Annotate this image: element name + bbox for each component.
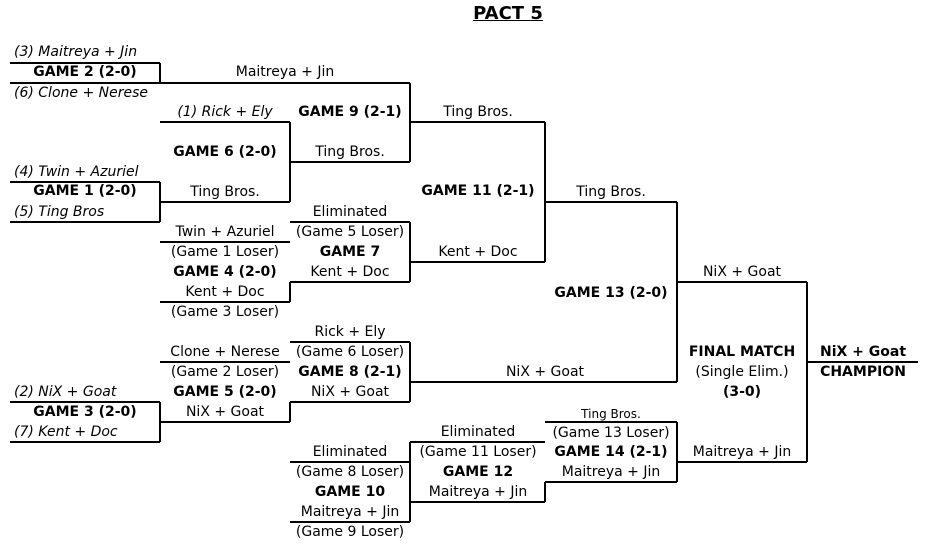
game-9-label: GAME 9 (2-1) [298, 104, 402, 120]
game-13-label: GAME 13 (2-0) [554, 285, 668, 301]
game-7-bottom-team: Kent + Doc [310, 264, 390, 280]
game-9-bottom-team: Ting Bros. [315, 144, 385, 160]
game-4-bottom-team: Kent + Doc [185, 284, 265, 300]
game-10-label: GAME 10 [314, 484, 386, 500]
seed-maitreya-jin: (3) Maitreya + Jin [14, 44, 138, 60]
game-4-label: GAME 4 (2-0) [173, 264, 277, 280]
game-5-winner: NiX + Goat [185, 404, 265, 420]
final-match-label: FINAL MATCH [688, 344, 796, 360]
game-12-top-note: (Game 11 Loser) [419, 444, 537, 460]
game-7-top-note: (Game 5 Loser) [295, 224, 405, 240]
champion-label: CHAMPION [820, 364, 906, 380]
seed-clone-nerese: (6) Clone + Nerese [14, 85, 148, 101]
champion-team: NiX + Goat [819, 344, 907, 360]
game-11-label: GAME 11 (2-1) [421, 183, 535, 199]
final-match-score: (3-0) [722, 384, 762, 400]
game-9-winner: Ting Bros. [443, 104, 513, 120]
game-8-top-note: (Game 6 Loser) [295, 344, 405, 360]
game-10-bottom-team: Maitreya + Jin [300, 504, 400, 520]
game-2-label: GAME 2 (2-0) [33, 64, 137, 80]
game-3-label: GAME 3 (2-0) [33, 404, 137, 420]
game-4-bottom-note: (Game 3 Loser) [170, 304, 280, 320]
game-4-top-note: (Game 1 Loser) [170, 244, 280, 260]
game-5-top-note: (Game 2 Loser) [170, 364, 280, 380]
game-14-bottom-team: Maitreya + Jin [561, 464, 661, 480]
game-14-top-team: Ting Bros. [581, 407, 641, 421]
game-12-label: GAME 12 [442, 464, 514, 480]
game-14-label: GAME 14 (2-1) [554, 444, 668, 460]
game-6-winner: Ting Bros. [190, 184, 260, 200]
game-7-winner: Kent + Doc [438, 244, 518, 260]
game-10-top-team: Eliminated [312, 444, 388, 460]
seed-twin-azuriel: (4) Twin + Azuriel [14, 164, 139, 180]
seed-nix-goat: (2) NiX + Goat [14, 384, 117, 400]
game-10-top-note: (Game 8 Loser) [295, 464, 405, 480]
game-10-bottom-note: (Game 9 Loser) [295, 524, 405, 540]
game-6-label: GAME 6 (2-0) [173, 144, 277, 160]
game-8-bottom-team: NiX + Goat [310, 384, 390, 400]
game-13-winner: NiX + Goat [702, 264, 782, 280]
game-4-top-team: Twin + Azuriel [175, 224, 275, 240]
game-11-winner: Ting Bros. [576, 184, 646, 200]
game-5-top-team: Clone + Nerese [170, 344, 280, 360]
game-14-top-note: (Game 13 Loser) [552, 425, 670, 441]
final-match-format: (Single Elim.) [695, 364, 789, 380]
game-8-top-team: Rick + Ely [314, 324, 386, 340]
game-14-winner: Maitreya + Jin [692, 444, 792, 460]
page-title: PACT 5 [473, 3, 543, 24]
seed-ting-bros: (5) Ting Bros [14, 204, 105, 220]
game-5-label: GAME 5 (2-0) [173, 384, 277, 400]
game-8-winner: NiX + Goat [505, 364, 585, 380]
game-2-winner: Maitreya + Jin [235, 64, 335, 80]
game-12-winner: Maitreya + Jin [428, 484, 528, 500]
game-7-top-team: Eliminated [312, 204, 388, 220]
seed-kent-doc: (7) Kent + Doc [14, 424, 118, 440]
game-1-label: GAME 1 (2-0) [33, 183, 137, 199]
seed-rick-ely: (1) Rick + Ely [177, 104, 273, 120]
game-12-top-team: Eliminated [440, 424, 516, 440]
game-7-label: GAME 7 [319, 244, 381, 260]
game-8-label: GAME 8 (2-1) [298, 364, 402, 380]
